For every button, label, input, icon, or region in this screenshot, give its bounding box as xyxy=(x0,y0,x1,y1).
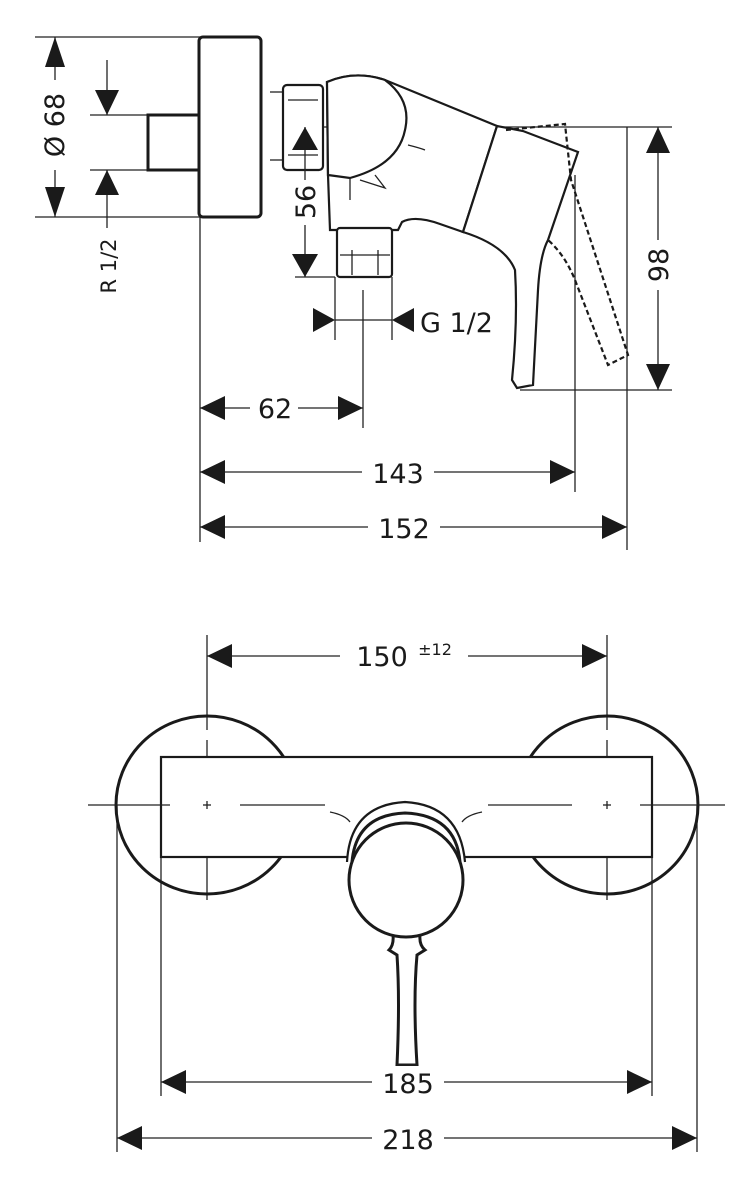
dimension-diameter-68: Ø 68 xyxy=(40,37,71,217)
outlet-height-label: 56 xyxy=(291,185,322,219)
dimension-inlet-thread: R 1/2 xyxy=(95,60,121,294)
connection-nut xyxy=(281,83,325,172)
wall-rosette xyxy=(197,35,263,219)
body-width-label: 185 xyxy=(382,1069,434,1100)
side-view: Ø 68 R 1/2 xyxy=(35,35,675,550)
total-width-label: 218 xyxy=(382,1125,434,1156)
dimension-152: 152 xyxy=(200,511,627,545)
total-height-label: 98 xyxy=(644,248,675,282)
dimension-62: 62 xyxy=(200,392,363,425)
inlet-thread-label: R 1/2 xyxy=(97,238,121,293)
diameter-label: Ø 68 xyxy=(40,93,71,157)
centre-distance-label: 150 xyxy=(356,642,408,673)
dimension-218: 218 xyxy=(117,1122,697,1156)
handle-knob xyxy=(345,800,467,1067)
handle-lever xyxy=(461,124,580,390)
dimension-outlet-thread: G 1/2 xyxy=(313,308,493,339)
outlet-offset-label: 62 xyxy=(258,394,292,425)
outlet-nut xyxy=(335,226,394,279)
centre-tolerance-label: ±12 xyxy=(418,640,452,659)
outlet-thread-label: G 1/2 xyxy=(420,308,493,339)
dimension-143: 143 xyxy=(200,456,575,490)
dimension-98: 98 xyxy=(644,127,675,390)
inlet-pipe xyxy=(146,113,201,172)
front-view: 150 ±12 185 218 xyxy=(88,635,725,1156)
total-depth-label: 152 xyxy=(378,514,430,545)
dimension-185: 185 xyxy=(161,1066,652,1100)
dimension-150: 150 ±12 xyxy=(207,636,607,673)
dimension-56: 56 xyxy=(291,127,322,277)
depth-label: 143 xyxy=(372,459,424,490)
